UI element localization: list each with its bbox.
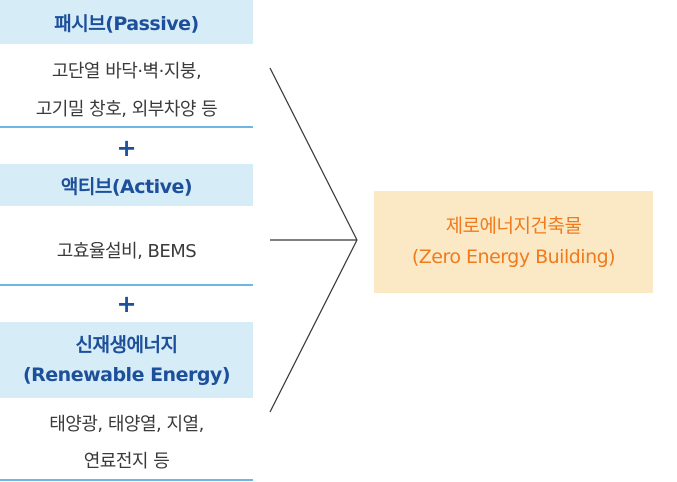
active-title: 액티브(Active) [60, 175, 193, 198]
active-desc-line1: 고효율설비, BEMS [56, 241, 197, 262]
passive-desc-line2: 고기밀 창호, 외부차양 등 [35, 99, 218, 120]
passive-title: 패시브(Passive) [54, 12, 199, 35]
zero-energy-building-box: 제로에너지건축물 (Zero Energy Building) [374, 191, 653, 293]
renewable-divider [0, 479, 253, 481]
connector-line-passive [269, 67, 358, 241]
plus-sign-1: + [116, 134, 137, 162]
passive-desc-line1: 고단열 바닥·벽·지붕, [51, 61, 202, 82]
renewable-desc-line1: 태양광, 태양열, 지열, [49, 414, 204, 435]
result-title-english: (Zero Energy Building) [411, 246, 616, 268]
passive-header: 패시브(Passive) [0, 0, 253, 44]
active-header: 액티브(Active) [0, 164, 253, 206]
active-divider [0, 284, 253, 286]
plus-sign-2: + [116, 290, 137, 318]
renewable-title-line1: 신재생에너지 [75, 334, 178, 356]
connector-line-renewable [269, 239, 358, 413]
renewable-desc-line2: 연료전지 등 [83, 451, 170, 472]
passive-divider [0, 126, 253, 128]
renewable-header: 신재생에너지 (Renewable Energy) [0, 322, 253, 398]
result-title-korean: 제로에너지건축물 [445, 215, 582, 237]
renewable-title-line2: (Renewable Energy) [22, 364, 231, 386]
